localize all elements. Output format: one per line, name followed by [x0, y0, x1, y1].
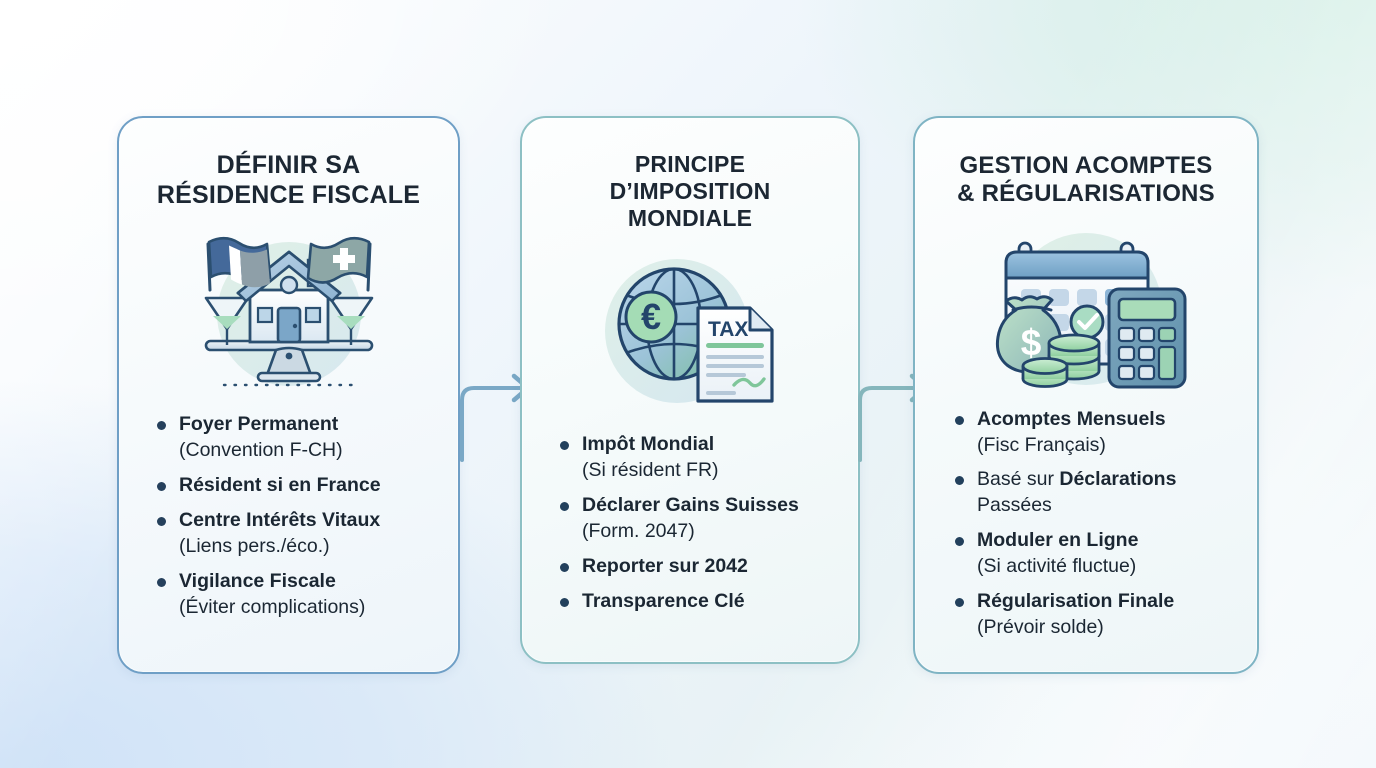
- list-item: Résident si en France: [157, 473, 458, 499]
- euro-symbol: €: [641, 296, 661, 337]
- card-title-imposition-mondiale: PRINCIPE D’IMPOSITION MONDIALE: [544, 151, 836, 232]
- icon-wrap-card1: [119, 226, 458, 394]
- bullet-main: Acomptes Mensuels: [977, 407, 1166, 430]
- bullet-main: Reporter: [582, 555, 664, 578]
- bullet-main: Déclarer Gains Suisses: [582, 494, 799, 517]
- dollar-symbol: $: [1021, 322, 1042, 363]
- bullet-main-tail: sur: [663, 555, 705, 578]
- tax-document-label: TAX: [708, 318, 748, 341]
- bullet-main-strong: 2042: [704, 555, 748, 578]
- bullet-sub: (Liens pers./éco.): [179, 534, 330, 557]
- card-title-line: MONDIALE: [627, 205, 753, 232]
- list-item: Transparence Clé: [560, 589, 858, 615]
- euro-coin-icon: €: [624, 290, 678, 344]
- bullet-main: Foyer Permanent: [179, 413, 339, 435]
- bullet-main-tail: si en France: [261, 473, 381, 496]
- card-imposition-mondiale: PRINCIPE D’IMPOSITION MONDIALE: [520, 116, 860, 664]
- list-item: Foyer Permanent (Convention F-CH): [157, 412, 458, 464]
- card-acomptes-regularisations: GESTION ACOMPTES & RÉGULARISATIONS: [913, 116, 1259, 674]
- bullet-sub: (Prévoir solde): [977, 616, 1104, 639]
- bullet-main: Transparence Clé: [582, 589, 745, 612]
- list-item: Basé sur Déclarations Passées: [955, 467, 1257, 519]
- bullet-lead: Basé sur: [977, 468, 1060, 491]
- switzerland-flag-icon: [306, 236, 371, 291]
- icon-wrap-card2: € TAX: [522, 250, 858, 410]
- list-item: Reporter sur 2042: [560, 554, 858, 580]
- france-flag-icon: [206, 236, 271, 291]
- card-title-line: D’IMPOSITION: [609, 178, 771, 205]
- list-item: Impôt Mondial (Si résident FR): [560, 432, 858, 484]
- bullet-list-card2: Impôt Mondial (Si résident FR) Déclarer …: [560, 432, 858, 615]
- bullet-sub: (Convention F-CH): [179, 438, 343, 461]
- coin-stack-icon: [1021, 333, 1101, 388]
- icon-wrap-card3: $: [915, 223, 1257, 393]
- bullet-main: Moduler en Ligne: [977, 529, 1139, 552]
- calculator-icon: [1107, 287, 1187, 389]
- list-item: Déclarer Gains Suisses (Form. 2047): [560, 493, 858, 545]
- bullet-sub: (Éviter complications): [179, 595, 366, 618]
- check-badge-icon: [1069, 304, 1105, 340]
- card-title-residence-fiscale: DÉFINIR SA RÉSIDENCE FISCALE: [137, 151, 440, 210]
- bullet-sub: (Si activité fluctue): [977, 555, 1137, 578]
- tax-document-icon: TAX: [696, 306, 774, 403]
- list-item: Vigilance Fiscale (Éviter complications): [157, 569, 458, 621]
- card-title-line: PRINCIPE: [634, 151, 746, 177]
- bullet-main: Régularisation Finale: [977, 590, 1175, 613]
- list-item: Acomptes Mensuels (Fisc Français): [955, 407, 1257, 459]
- bullet-sub: (Fisc Français): [977, 433, 1106, 456]
- house-flags-scales-icon: [204, 236, 373, 386]
- bullet-sub: Passées: [977, 494, 1052, 517]
- list-item: Moduler en Ligne (Si activité fluctue): [955, 528, 1257, 580]
- bullet-main: Déclarations: [1059, 468, 1177, 491]
- list-item: Centre Intérêts Vitaux (Liens pers./éco.…: [157, 508, 458, 560]
- list-item: Régularisation Finale (Prévoir solde): [955, 589, 1257, 641]
- money-bag-icon: $: [995, 294, 1063, 374]
- card-title-line: & RÉGULARISATIONS: [957, 180, 1215, 208]
- bullet-sub: (Si résident FR): [582, 459, 719, 482]
- bullet-main: Vigilance Fiscale: [179, 569, 336, 592]
- bullet-list-card3: Acomptes Mensuels (Fisc Français) Basé s…: [955, 407, 1257, 641]
- bullet-main: Centre Intérêts Vitaux: [179, 508, 381, 531]
- card-title-line: RÉSIDENCE FISCALE: [156, 180, 421, 209]
- card-title-line: DÉFINIR SA: [216, 151, 361, 179]
- globe-euro-tax-document-icon: € TAX: [605, 259, 774, 404]
- card-title-acomptes-regularisations: GESTION ACOMPTES & RÉGULARISATIONS: [925, 152, 1247, 209]
- bullet-main: Résident: [179, 473, 262, 496]
- bullet-list-card1: Foyer Permanent (Convention F-CH) Réside…: [157, 412, 458, 620]
- bullet-sub: (Form. 2047): [582, 520, 695, 543]
- calendar-moneybag-calculator-icon: $: [995, 232, 1187, 389]
- card-title-line: GESTION ACOMPTES: [959, 152, 1213, 179]
- card-residence-fiscale: DÉFINIR SA RÉSIDENCE FISCALE: [117, 116, 460, 674]
- bullet-main: Impôt Mondial: [582, 433, 715, 456]
